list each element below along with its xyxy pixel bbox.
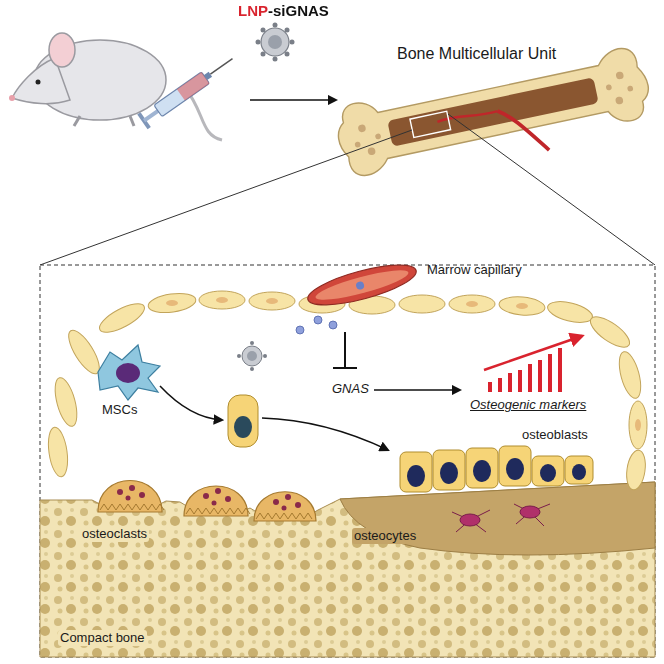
mouse-figure — [9, 33, 222, 140]
flow-arrow — [250, 99, 336, 101]
sirna-dots — [296, 316, 337, 334]
structure-title: Bone Multicellular Unit — [395, 44, 558, 63]
msc-cell — [98, 345, 160, 400]
flow-arrow — [374, 389, 460, 391]
cell-label: osteoblasts — [520, 427, 590, 443]
marrow-capillary — [304, 257, 419, 313]
osteoclast-cells — [98, 481, 316, 522]
region-label: Compact bone — [58, 630, 147, 646]
cell-label: osteocytes — [352, 528, 418, 544]
lnp-small — [237, 341, 267, 371]
lnp-icon — [256, 23, 295, 62]
flow-arrow — [262, 418, 388, 450]
cell-label: MSCs — [100, 402, 139, 418]
osteocyte-cells — [452, 504, 550, 532]
syringe — [137, 51, 237, 129]
agent-label: LNP-siGNAS — [236, 2, 331, 20]
lining-cells — [46, 291, 648, 491]
gene-label: GNAS — [330, 381, 371, 397]
osteoblast-cells — [400, 446, 593, 492]
zoom-line — [40, 130, 412, 265]
part-label: Marrow capillary — [425, 262, 524, 278]
inhibition-mark — [333, 332, 357, 368]
cell-label: osteoclasts — [80, 526, 149, 542]
zoom-line — [448, 114, 655, 265]
osteoid-layer — [340, 482, 655, 555]
precursor-cell — [228, 395, 258, 447]
flow-arrow — [160, 386, 222, 420]
long-bone — [332, 43, 657, 193]
zoom-box — [40, 265, 655, 657]
trend-arrow — [484, 336, 582, 370]
readout-label: Osteogenic markers — [468, 397, 588, 413]
